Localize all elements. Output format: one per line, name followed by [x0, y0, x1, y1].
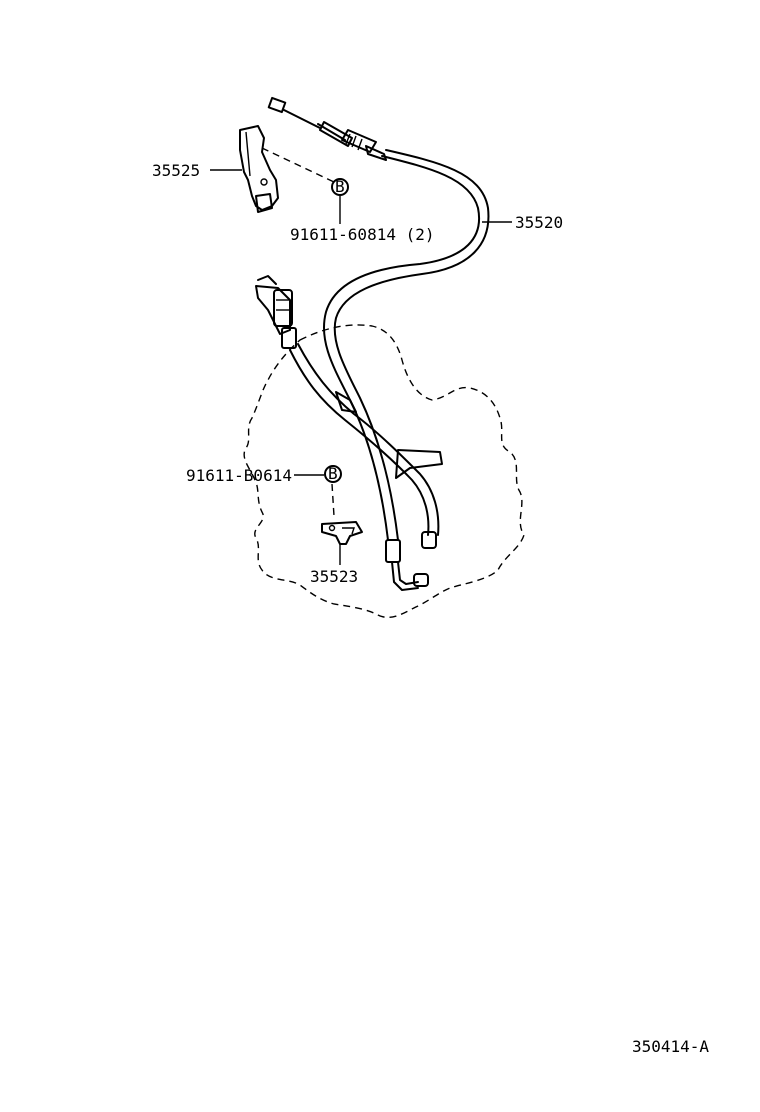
cable-adjuster: [341, 129, 377, 153]
bolt-upper-symbol: B: [335, 177, 345, 196]
cable-lower-end: [413, 573, 429, 587]
bolt-lower-symbol: B: [328, 464, 338, 483]
callout-35520: 35520: [515, 213, 563, 232]
callout-35525: 35525: [152, 161, 200, 180]
bolt-upper: B: [331, 177, 349, 196]
lever-assembly: [255, 275, 297, 349]
rod-support-bracket: [395, 449, 443, 479]
bolt-lower: B: [324, 464, 342, 483]
callout-35523: 35523: [310, 567, 358, 586]
callout-91611-60814: 91611-60814 (2): [290, 225, 435, 244]
cable-end-fitting: [267, 96, 287, 114]
linkage-rod: [289, 343, 443, 549]
figure-code: 350414-A: [632, 1037, 709, 1056]
clamp-35523: [321, 521, 363, 545]
bracket-35525: [239, 125, 279, 213]
cable-assembly: [267, 96, 490, 591]
callout-91611-b0614: 91611-B0614: [186, 466, 292, 485]
